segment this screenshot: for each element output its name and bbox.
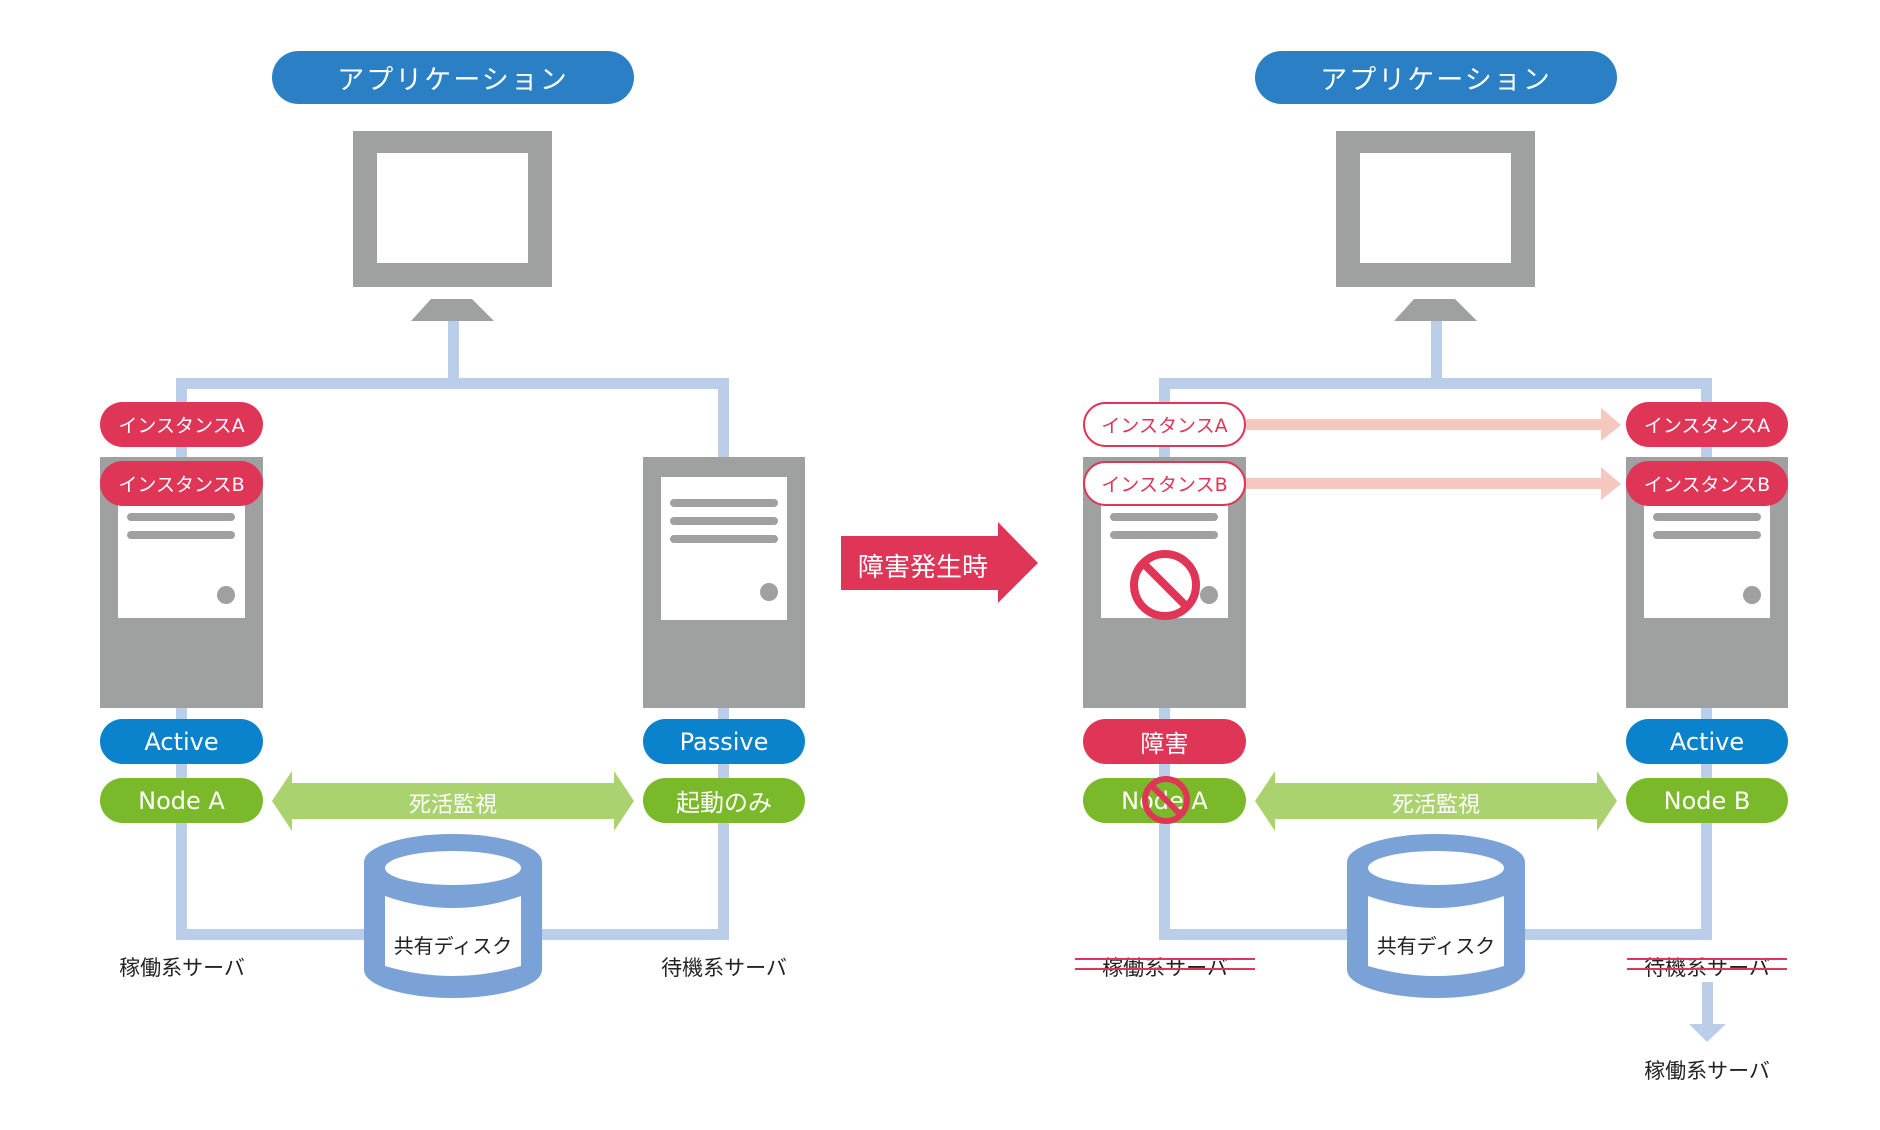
instance-b-badge: インスタンスB	[100, 461, 263, 506]
server-slot	[1653, 531, 1761, 539]
server-icon	[643, 457, 805, 708]
prohibited-icon	[1130, 550, 1200, 620]
monitor-screen	[1360, 153, 1511, 263]
role-label: 待機系サーバ	[661, 956, 787, 980]
prohibited-icon	[1142, 776, 1190, 824]
status-badge-active: Active	[1626, 719, 1788, 764]
migration-arrow-a	[1246, 408, 1621, 441]
transition-label: 障害発生時	[857, 553, 988, 583]
instance-a-text: インスタンスA	[1643, 415, 1771, 437]
instance-a-badge: インスタンスA	[1626, 402, 1788, 447]
status-text: 障害	[1140, 730, 1189, 758]
server-led	[1200, 586, 1218, 604]
monitor-stand-icon	[1394, 299, 1477, 321]
server-face	[118, 504, 245, 618]
migration-arrow-b	[1246, 467, 1621, 500]
status-text: Active	[144, 727, 219, 756]
role-change-arrow	[1689, 982, 1726, 1042]
node-text: Node A	[138, 786, 225, 815]
heartbeat-label: 死活監視	[408, 793, 497, 818]
server-slot	[1110, 531, 1218, 539]
shared-disk-label: 共有ディスク	[1376, 934, 1496, 958]
heartbeat-arrow	[1255, 771, 1617, 831]
instance-b-badge-moved: インスタンスB	[1083, 461, 1246, 506]
server-slot	[1110, 513, 1218, 521]
network-line	[176, 378, 729, 389]
monitor-icon	[353, 131, 552, 287]
instance-a-text: インスタンスA	[118, 415, 245, 437]
server-slot	[670, 517, 778, 525]
server-face	[1101, 504, 1228, 618]
application-label-text: アプリケーション	[1320, 65, 1552, 96]
server-slot	[127, 513, 235, 521]
application-label: アプリケーション	[272, 51, 634, 104]
node-badge: 起動のみ	[643, 778, 805, 823]
shared-disk-label: 共有ディスク	[393, 934, 513, 958]
database-icon	[364, 834, 542, 998]
strikethrough-line	[1075, 958, 1255, 960]
transition-arrow	[841, 522, 1038, 603]
server-slot	[670, 535, 778, 543]
network-line	[1159, 378, 1712, 389]
instance-a-text: インスタンスA	[1101, 415, 1228, 437]
database-icon	[1347, 834, 1525, 998]
new-role-label: 稼働系サーバ	[1644, 1059, 1770, 1083]
strikethrough-line	[1627, 958, 1787, 960]
role-label-struck: 待機系サーバ	[1617, 952, 1797, 982]
node-badge: Node B	[1626, 778, 1788, 823]
instance-b-text: インスタンスB	[1101, 474, 1228, 496]
role-label: 稼働系サーバ	[119, 956, 245, 980]
monitor-icon	[1336, 131, 1535, 287]
status-text: Passive	[679, 727, 769, 756]
monitor-stand-icon	[411, 299, 494, 321]
network-line	[448, 320, 459, 388]
server-slot	[670, 499, 778, 507]
heartbeat-arrow	[272, 771, 634, 831]
server-led	[760, 583, 778, 601]
instance-b-text: インスタンスB	[1643, 474, 1771, 496]
node-text: 起動のみ	[676, 789, 772, 817]
server-slot	[127, 531, 235, 539]
application-label-text: アプリケーション	[337, 65, 569, 96]
role-label-struck: 稼働系サーバ	[1075, 952, 1255, 982]
heartbeat-label: 死活監視	[1391, 793, 1480, 818]
node-badge: Node A	[100, 778, 263, 823]
status-badge-failure: 障害	[1083, 719, 1246, 764]
instance-b-text: インスタンスB	[118, 474, 245, 496]
status-badge-passive: Passive	[643, 719, 805, 764]
instance-b-badge: インスタンスB	[1626, 461, 1788, 506]
network-line	[1431, 320, 1442, 388]
status-badge-active: Active	[100, 719, 263, 764]
server-face	[1644, 504, 1770, 618]
instance-a-badge-moved: インスタンスA	[1083, 402, 1246, 447]
server-face	[661, 477, 787, 620]
strikethrough-line	[1075, 968, 1255, 970]
instance-a-badge: インスタンスA	[100, 402, 263, 447]
strikethrough-line	[1627, 968, 1787, 970]
monitor-screen	[377, 153, 528, 263]
server-slot	[1653, 513, 1761, 521]
status-text: Active	[1669, 727, 1745, 756]
application-label: アプリケーション	[1255, 51, 1617, 104]
server-led	[217, 586, 235, 604]
server-led	[1743, 586, 1761, 604]
node-text: Node B	[1663, 786, 1751, 815]
